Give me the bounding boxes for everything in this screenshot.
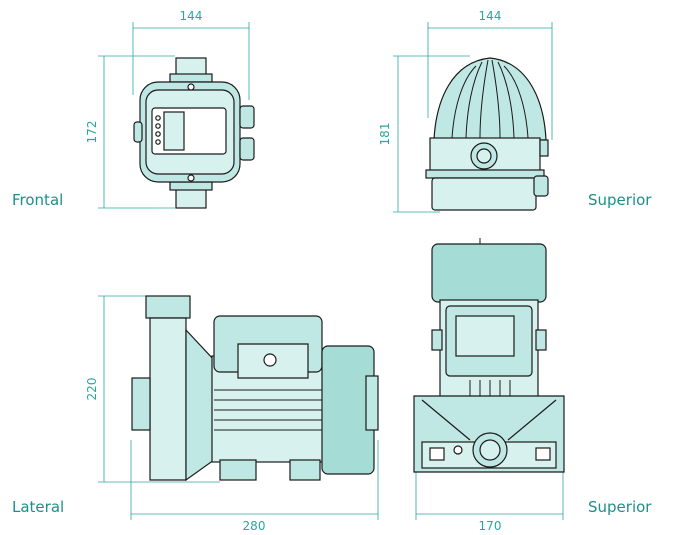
sup-rib-4 <box>491 59 501 139</box>
lateral-label: Lateral <box>12 498 64 516</box>
sup-base <box>431 177 537 211</box>
frontal-label: Frontal <box>12 191 63 209</box>
lat-foot-1 <box>219 459 257 481</box>
sup-rib-5 <box>497 61 515 139</box>
lat-bracket <box>185 328 215 482</box>
frontal-ear <box>133 121 143 143</box>
sup-base-rim <box>425 169 545 179</box>
frontal-panel <box>151 107 227 155</box>
lat-controller-fitting <box>263 353 277 367</box>
sup-dome-cover <box>433 57 547 141</box>
frontal-bottom-nut <box>169 181 213 191</box>
frontal-gland-bottom <box>239 137 255 161</box>
supb-foot-right <box>535 447 551 461</box>
frontal-gland-top <box>239 105 255 129</box>
sup-rib-2 <box>465 61 483 139</box>
sup-rib-6 <box>503 65 529 139</box>
lateral-view: 220 280 Lateral <box>12 295 379 533</box>
lat-inlet <box>145 295 191 319</box>
frontal-led-1 <box>155 115 161 121</box>
sup-rib-1 <box>451 65 477 139</box>
sup-height-dim: 181 <box>378 123 392 146</box>
frontal-top-nut <box>169 73 213 83</box>
lat-outlet <box>131 377 151 431</box>
sup-side-gland <box>539 139 549 157</box>
frontal-bottom-connector <box>175 187 207 209</box>
lat-height-dim: 220 <box>85 378 99 401</box>
supb-controller-panel <box>455 315 515 357</box>
sup-rib-3 <box>479 59 489 139</box>
frontal-height-dim: 172 <box>85 121 99 144</box>
frontal-led-2 <box>155 123 161 129</box>
supb-width-dim: 170 <box>479 519 502 533</box>
superior-top-label: Superior <box>588 191 652 209</box>
superior-bottom-label: Superior <box>588 498 652 516</box>
lat-width-dim: 280 <box>243 519 266 533</box>
lat-foot-2 <box>289 459 321 481</box>
frontal-screw-top <box>187 83 195 91</box>
frontal-led-4 <box>155 139 161 145</box>
sup-fitting-inner <box>476 148 492 164</box>
supb-left-gland <box>431 329 443 351</box>
superior-bottom-view: 170 Superior <box>413 238 652 533</box>
sup-width-dim: 144 <box>479 9 502 23</box>
frontal-led-3 <box>155 131 161 137</box>
frontal-width-dim: 144 <box>180 9 203 23</box>
lat-pump-housing <box>149 317 187 481</box>
superior-top-view: 144 181 Superior <box>378 9 652 213</box>
supb-bracket-lines <box>421 399 557 441</box>
frontal-screw-bottom <box>187 174 195 182</box>
supb-fan-cover <box>431 243 547 303</box>
supb-foot-left <box>429 447 445 461</box>
sup-base-gland <box>533 175 549 197</box>
supb-right-gland <box>535 329 547 351</box>
frontal-view: 144 172 Frontal <box>12 9 255 209</box>
frontal-panel-window <box>163 111 185 151</box>
supb-bolt-left <box>453 445 463 455</box>
supb-outlet-inner <box>479 439 501 461</box>
lat-fan-cap <box>365 375 379 431</box>
